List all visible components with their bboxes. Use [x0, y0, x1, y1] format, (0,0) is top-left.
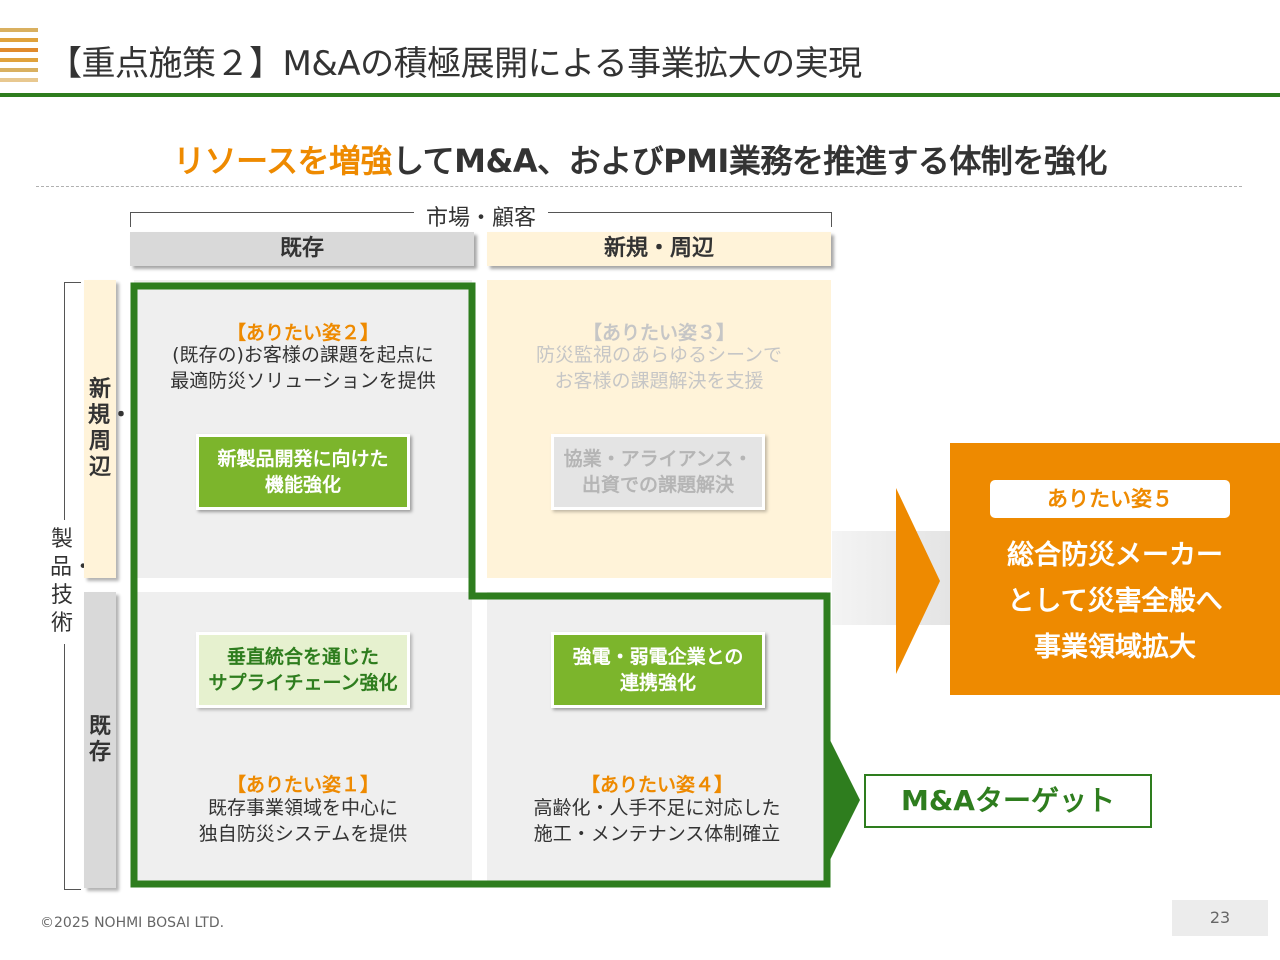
dashed-divider: [36, 186, 1242, 187]
quadrant-3-label: 【ありたい姿３】: [582, 322, 735, 344]
quadrant-2-desc-line2: 最適防災ソリューションを提供: [170, 370, 436, 392]
q1-focus-box: 垂直統合を通じた サプライチェーン強化: [196, 632, 410, 708]
goal-text: 総合防災メーカー として災害全般へ 事業領域拡大: [1007, 540, 1223, 663]
subtitle-rest: してM&A、およびPMI業務を推進する体制を強化: [392, 142, 1107, 180]
quadrant-3: 【ありたい姿３】 防災監視のあらゆるシーンで お客様の課題解決を支援: [487, 280, 831, 578]
q3-focus-box: 協業・アライアンス・ 出資での課題解決: [551, 434, 765, 510]
quadrant-3-desc-line2: お客様の課題解決を支援: [554, 370, 764, 392]
q2-focus-box: 新製品開発に向けた 機能強化: [196, 434, 410, 510]
subtitle: リソースを増強してM&A、およびPMI業務を推進する体制を強化: [0, 136, 1280, 182]
quadrant-1-label: 【ありたい姿１】: [226, 774, 379, 796]
logo-mark: [0, 28, 38, 88]
page-title: 【重点施策２】M&Aの積極展開による事業拡大の実現: [48, 44, 862, 84]
quadrant-3-desc-line1: 防災監視のあらゆるシーンで: [535, 344, 783, 366]
copyright: ©2025 NOHMI BOSAI LTD.: [40, 915, 225, 931]
quadrant-2-desc-line1: (既存の)お客様の課題を起点に: [172, 344, 434, 366]
quadrant-1-desc-line2: 独自防災システムを提供: [198, 823, 408, 845]
quadrant-4-desc-line1: 高齢化・人手不足に対応した: [533, 797, 781, 819]
ma-target-label: M&Aターゲット: [864, 774, 1152, 828]
subtitle-highlight: リソースを増強: [173, 142, 393, 180]
goal-tag: ありたい姿５: [990, 480, 1230, 518]
quadrant-1-desc-line1: 既存事業領域を中心に: [207, 797, 398, 819]
row-header-new: 新規・周辺: [84, 280, 132, 578]
product-axis-label: 製品・技術: [44, 520, 94, 644]
q4-focus-box: 強電・弱電企業との 連携強化: [551, 632, 765, 708]
header-rule: [0, 93, 1280, 97]
goal-panel: ありたい姿５ 総合防災メーカー として災害全般へ 事業領域拡大: [950, 443, 1280, 695]
page-number: 23: [1172, 900, 1268, 936]
column-header-new: 新規・周辺: [487, 232, 831, 266]
goal-arrow: [896, 488, 940, 674]
row-header-existing: 既存: [84, 592, 116, 888]
quadrant-4-label: 【ありたい姿４】: [580, 774, 733, 796]
quadrant-4-desc-line2: 施工・メンテナンス体制確立: [533, 823, 781, 845]
market-axis-label: 市場・顧客: [130, 200, 832, 232]
quadrant-2: 【ありたい姿２】 (既存の)お客様の課題を起点に 最適防災ソリューションを提供: [134, 280, 472, 578]
column-header-existing: 既存: [130, 232, 474, 266]
quadrant-2-label: 【ありたい姿２】: [226, 322, 379, 344]
